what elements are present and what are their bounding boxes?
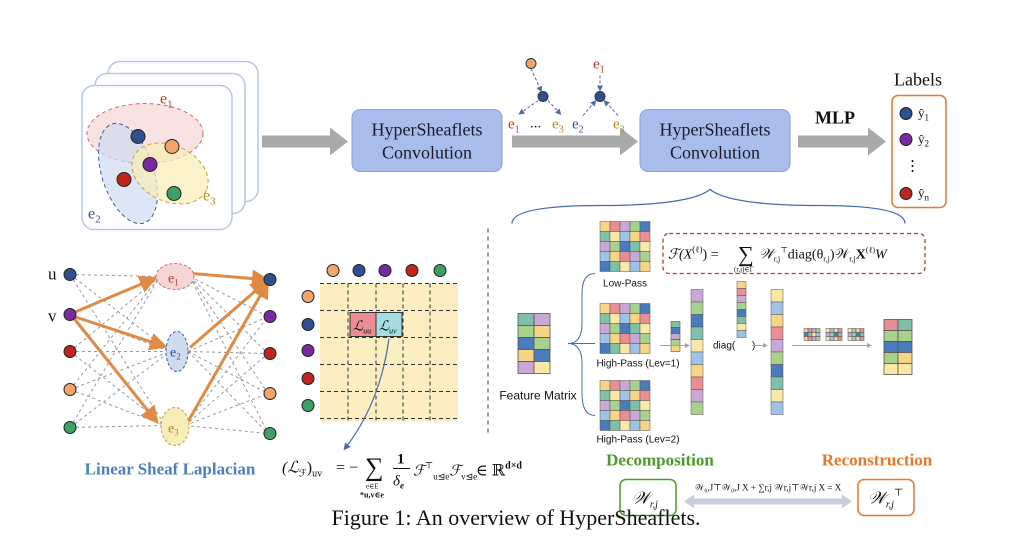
- low-pass-matrix: [599, 221, 651, 272]
- feature-matrix: [517, 313, 551, 374]
- branch-curve-top: [567, 273, 596, 344]
- feature-matrix-label: Feature Matrix: [499, 389, 576, 403]
- decomposed-column-a: [690, 289, 704, 415]
- hg-edge-label-e2: e2: [88, 206, 101, 226]
- sheaf-graph: u v e1 e2 e3: [48, 263, 277, 446]
- decomposed-column-c: [770, 289, 784, 415]
- labels-title: Labels: [894, 70, 942, 90]
- sheaf-edge-e1: e1: [168, 272, 179, 288]
- diag-open: diag(: [713, 341, 736, 352]
- svg-text:ŷn: ŷn: [918, 186, 930, 203]
- svg-text:⋮: ⋮: [905, 159, 920, 175]
- svg-text:(ℒℱ)uv: (ℒℱ)uv: [282, 460, 322, 480]
- L-uu-label: ℒuu: [353, 320, 371, 336]
- svg-text:e3: e3: [613, 117, 625, 136]
- svg-text:e∈E: e∈E: [366, 483, 379, 491]
- svg-text:1: 1: [397, 452, 405, 468]
- svg-text:HyperSheaflets: HyperSheaflets: [372, 120, 483, 140]
- labels-box: ŷ1 ŷ2 ⋮ ŷn: [891, 94, 947, 209]
- hg-node-purple: [142, 157, 158, 172]
- svg-text:(r,j)∈Γ: (r,j)∈Γ: [734, 266, 754, 274]
- svg-text:ℱ(X(ℓ)) =: ℱ(X(ℓ)) =: [668, 245, 719, 263]
- svg-text:∈ ℝd×d: ∈ ℝd×d: [476, 461, 522, 480]
- small-vector: [670, 321, 681, 352]
- hg-edge-label-e1: e1: [160, 91, 173, 111]
- L-uv-label: ℒuv: [379, 320, 397, 336]
- sheaf-edge-e2: e2: [170, 346, 181, 362]
- svg-text:...: ...: [530, 116, 541, 132]
- branch-curve-bottom: [567, 343, 596, 416]
- high-pass-lev2-matrix: [599, 380, 651, 431]
- decomposition-title: Decomposition: [606, 451, 714, 470]
- svg-text:𝒲r,j⊤: 𝒲r,j⊤: [868, 488, 903, 511]
- conv-box-2: HyperSheaflets Convolution: [639, 109, 791, 172]
- hg-node-orange: [164, 139, 180, 154]
- flow-arrow-3: [798, 127, 886, 156]
- svg-text:ŷ1: ŷ1: [918, 106, 929, 123]
- svg-text:δe: δe: [393, 474, 404, 491]
- svg-text:𝒲r,j: 𝒲r,j: [632, 489, 658, 511]
- svg-text:*u,v∈e: *u,v∈e: [360, 491, 384, 500]
- reconstruction-matrices: [803, 328, 865, 341]
- hg-node-red: [116, 172, 132, 187]
- svg-text:∑: ∑: [738, 242, 754, 267]
- node-v-label: v: [48, 307, 57, 326]
- svg-text:= −: = −: [336, 460, 358, 477]
- svg-text:ℱ⊤u⊴eℱv⊴e: ℱ⊤u⊴eℱv⊴e: [413, 461, 477, 482]
- svg-text:Convolution: Convolution: [670, 143, 760, 163]
- reconstruction-title: Reconstruction: [822, 451, 933, 470]
- svg-text:e3: e3: [552, 117, 564, 136]
- perfect-reconstruction-identity: 𝒲₀,J⊤𝒲₀,J X + ∑r,j 𝒲r,j⊤𝒲r,j X = X: [695, 483, 842, 493]
- hypergraph-card-stack: e1 e2 e3: [81, 60, 259, 231]
- expand-brace: [511, 188, 906, 224]
- high-pass-lev1-label: High-Pass (Lev=1): [596, 359, 679, 370]
- node-u-label: u: [48, 265, 57, 284]
- hg-edge-label-e3: e3: [203, 188, 216, 208]
- mini-message-passing: e1 ... e3 e1 e2 e3: [508, 57, 625, 136]
- low-pass-label: Low-Pass: [603, 279, 647, 290]
- laplacian-block-matrix: ℒuu ℒuv: [301, 264, 458, 451]
- sheaflet-formula-box: ℱ(X(ℓ)) = ∑ (r,j)∈Γ 𝒲r,j⊤diag(θr,j)𝒲r,jX…: [662, 232, 926, 275]
- svg-text:e1: e1: [593, 57, 605, 76]
- w-decomp-box: 𝒲r,j: [619, 478, 677, 517]
- high-pass-lev2-label: High-Pass (Lev=2): [596, 435, 679, 446]
- hg-node-blue: [130, 129, 146, 144]
- svg-text:Convolution: Convolution: [382, 143, 472, 163]
- svg-text:e2: e2: [572, 117, 584, 136]
- svg-text:𝒲r,j⊤diag(θr,j)𝒲r,jX(ℓ)W: 𝒲r,j⊤diag(θr,j)𝒲r,jX(ℓ)W: [759, 246, 888, 264]
- diag-column-b: [736, 281, 747, 338]
- svg-text:HyperSheaflets: HyperSheaflets: [660, 120, 771, 140]
- laplacian-formula: (ℒℱ)uv = − ∑ e∈E *u,v∈e 1 δe ℱ⊤u⊴eℱv⊴e ∈…: [282, 452, 522, 500]
- mlp-label: MLP: [815, 108, 855, 128]
- output-matrix: [883, 319, 913, 375]
- conv-box-1: HyperSheaflets Convolution: [351, 109, 503, 172]
- flow-arrow-2: [512, 127, 638, 156]
- svg-text:e1: e1: [508, 117, 520, 136]
- sheaf-edge-e3: e3: [168, 422, 179, 438]
- figure-caption: Figure 1: An overview of HyperSheaflets.: [331, 505, 701, 530]
- high-pass-lev1-matrix: [599, 303, 651, 354]
- flow-arrow-1: [262, 127, 348, 156]
- identity-double-arrow: [684, 494, 852, 509]
- svg-text:∑: ∑: [365, 453, 384, 482]
- w-recon-box: 𝒲r,j⊤: [857, 478, 915, 517]
- hg-node-green: [166, 186, 182, 201]
- svg-text:ŷ2: ŷ2: [918, 132, 929, 149]
- sheaf-laplacian-title: Linear Sheaf Laplacian: [85, 460, 256, 479]
